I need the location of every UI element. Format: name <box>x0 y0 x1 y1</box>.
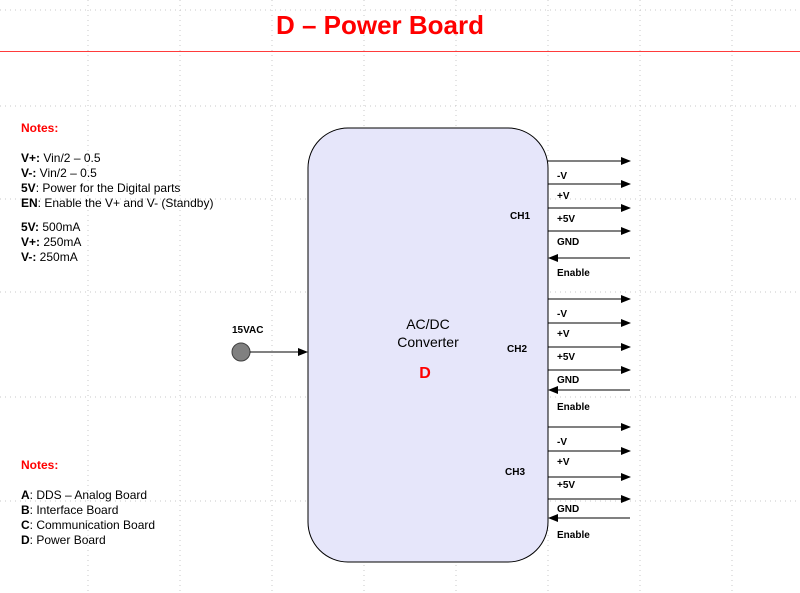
ch3-signal-label: GND <box>557 504 579 515</box>
note-text: : Power for the Digital parts <box>35 181 181 195</box>
converter-id: D <box>419 365 431 382</box>
note-text: : Communication Board <box>29 518 156 532</box>
ch3-signal-label: +5V <box>557 480 575 491</box>
note-item: C: Communication Board <box>21 518 155 533</box>
note-item: V-: 250mA <box>21 250 213 265</box>
ch1-signal-label: +V <box>557 191 570 202</box>
channel-outputs: -V+V+5VGNDEnableCH1-V+V+5VGNDEnableCH2-V… <box>505 157 631 541</box>
note-key: D <box>21 533 30 547</box>
note-key: EN <box>21 196 38 210</box>
note-text: : Power Board <box>29 533 106 547</box>
note-item: A: DDS – Analog Board <box>21 488 155 503</box>
page-title: D – Power Board <box>275 10 485 40</box>
note-item: EN: Enable the V+ and V- (Standby) <box>21 196 213 211</box>
ch2-signal-label: +V <box>557 329 570 340</box>
channel-name-label: CH1 <box>510 211 530 222</box>
note-key: V-: <box>21 250 37 264</box>
note-text: 250mA <box>36 250 78 264</box>
ch2-signal-label: GND <box>557 375 579 386</box>
converter-block <box>307 127 549 563</box>
ch1-signal-label: GND <box>557 237 579 248</box>
note-key: A <box>21 488 30 502</box>
note-text: Vin/2 – 0.5 <box>40 151 101 165</box>
ch1-signal-label: Enable <box>557 268 590 279</box>
note-key: C <box>21 518 30 532</box>
note-key: V-: <box>21 166 37 180</box>
ch1-signal-label: +5V <box>557 214 575 225</box>
converter-label-line2: Converter <box>397 334 459 350</box>
note-key: 5V: <box>21 220 40 234</box>
note-item: D: Power Board <box>21 533 155 548</box>
note-key: V+: <box>21 235 41 249</box>
note-item: V-: Vin/2 – 0.5 <box>21 166 213 181</box>
ch3-signal-label: -V <box>557 437 567 448</box>
ch2-signal-label: +5V <box>557 352 575 363</box>
note-key: B <box>21 503 30 517</box>
ch3-signal-label: +V <box>557 457 570 468</box>
ac-input-label: 15VAC <box>232 325 264 336</box>
converter-label-line1: AC/DC <box>406 316 450 332</box>
note-key: V+: <box>21 151 41 165</box>
notes-heading: Notes: <box>21 458 59 472</box>
ch1-signal-label: -V <box>557 171 567 182</box>
note-text: 250mA <box>40 235 82 249</box>
ch2-signal-label: Enable <box>557 402 590 413</box>
channel-name-label: CH3 <box>505 467 525 478</box>
note-item: 5V: 500mA <box>21 220 213 235</box>
note-item: V+: 250mA <box>21 235 213 250</box>
ac-input-terminal <box>231 342 251 362</box>
note-item: B: Interface Board <box>21 503 155 518</box>
channel-name-label: CH2 <box>507 344 527 355</box>
ch2-signal-label: -V <box>557 309 567 320</box>
note-text: : Enable the V+ and V- (Standby) <box>37 196 214 210</box>
note-text: : DDS – Analog Board <box>29 488 148 502</box>
notes-heading: Notes: <box>21 121 59 135</box>
title-divider <box>0 51 800 52</box>
ch3-signal-label: Enable <box>557 530 590 541</box>
note-item: 5V: Power for the Digital parts <box>21 181 213 196</box>
note-item: V+: Vin/2 – 0.5 <box>21 151 213 166</box>
note-text: 500mA <box>39 220 81 234</box>
note-key: 5V <box>21 181 36 195</box>
note-text: Vin/2 – 0.5 <box>36 166 97 180</box>
note-text: : Interface Board <box>29 503 119 517</box>
